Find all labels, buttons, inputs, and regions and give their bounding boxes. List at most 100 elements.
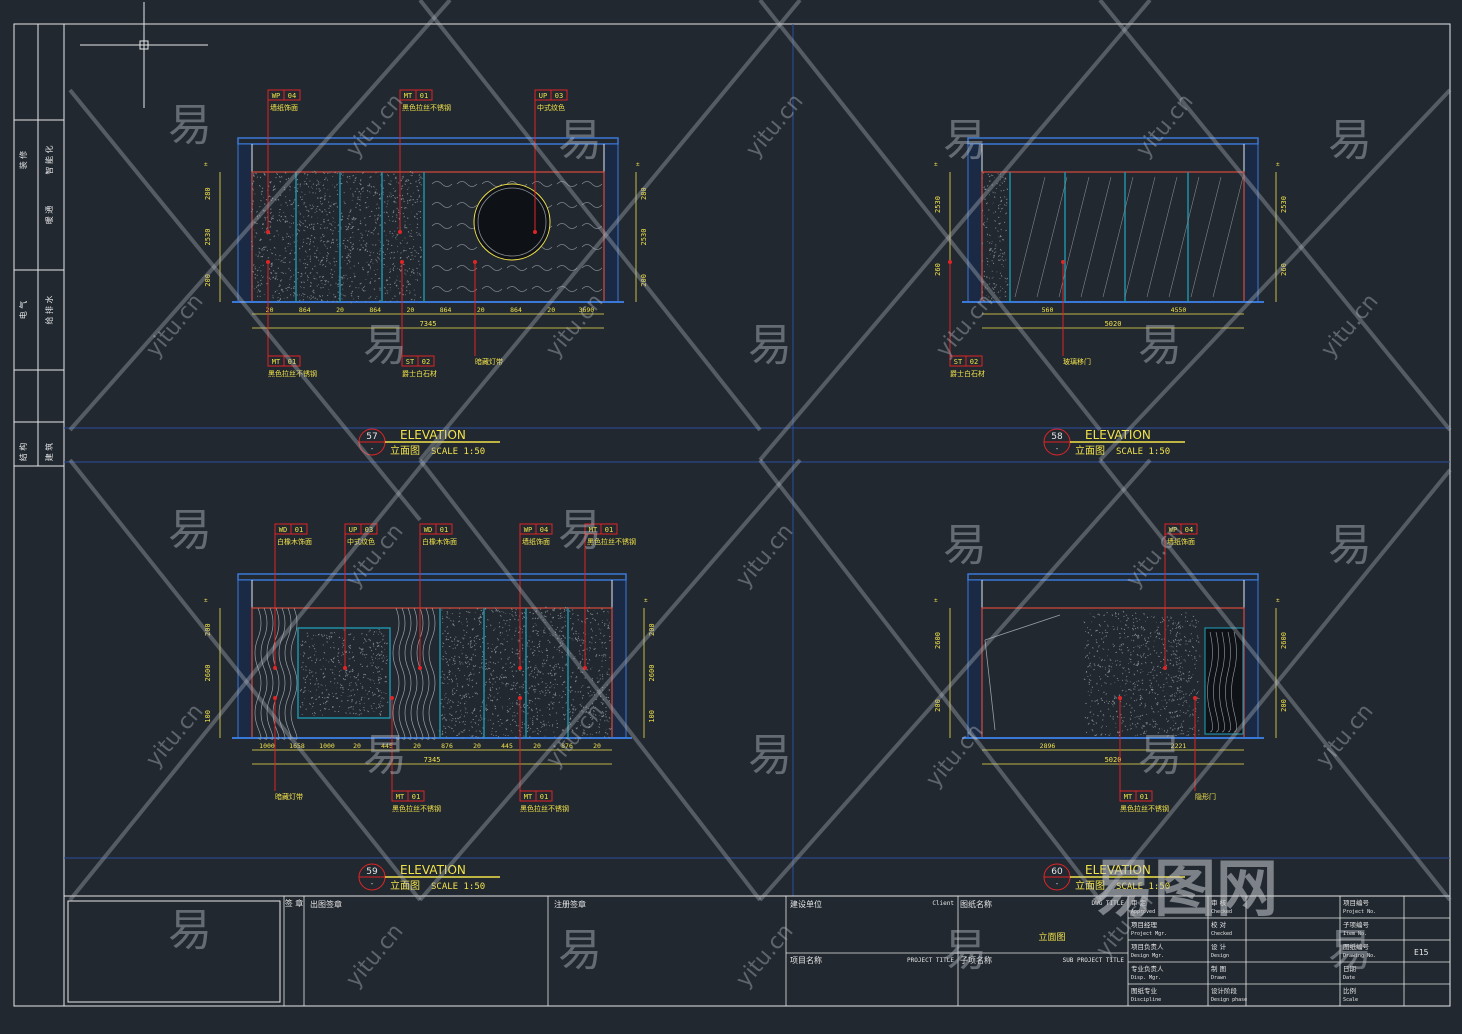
pattern-mark — [481, 265, 503, 271]
view-scale: SCALE 1:50 — [1116, 447, 1170, 457]
watermark-glyph: 易 — [943, 115, 987, 166]
pattern-mark — [531, 265, 553, 271]
bottom-dimension: 876 — [561, 742, 573, 750]
watermark-stroke — [1098, 468, 1452, 902]
leader-dot — [398, 230, 402, 234]
material-number: 01 — [295, 526, 303, 534]
material-desc: 墙纸饰面 — [522, 537, 550, 546]
role-label-en: Item No. — [1343, 931, 1367, 937]
view-subtitle: 立面图 — [1075, 879, 1105, 892]
watermark-stroke — [68, 428, 452, 902]
client-label: 建设单位 — [790, 899, 822, 909]
material-code: UP — [349, 526, 357, 534]
material-desc: 爵士白石材 — [402, 369, 437, 378]
material-number: 02 — [970, 358, 978, 366]
role-label: 审 核 — [1211, 898, 1227, 907]
bottom-dimension: 864 — [510, 306, 522, 314]
wood-grain — [266, 607, 274, 740]
side-dimension: 2530 — [204, 229, 212, 246]
door-grain — [1219, 631, 1225, 733]
role-label: 设 计 — [1211, 942, 1227, 951]
bottom-dimension: 445 — [501, 742, 513, 750]
discipline-label: 暖 通 — [44, 206, 54, 225]
leader-dot — [1193, 696, 1197, 700]
role-label: 图纸专业 — [1131, 986, 1158, 995]
material-desc: 白橡木饰面 — [422, 537, 457, 546]
view-number: 60 — [1051, 867, 1063, 877]
bottom-dimension: 20 — [533, 742, 541, 750]
material-desc: 玻璃移门 — [1063, 357, 1091, 366]
role-label: 审 定 — [1131, 898, 1147, 907]
watermark-glyph: 易 — [168, 905, 212, 956]
wood-grain — [398, 607, 406, 740]
watermark-stroke — [418, 0, 762, 432]
role-label: 设计阶段 — [1211, 986, 1238, 995]
role-label-en: Project Mgr. — [1131, 931, 1167, 937]
logo-box — [67, 900, 281, 1003]
leader-dot — [473, 260, 477, 264]
side-dimension: 200 — [204, 623, 212, 636]
leader-dot — [533, 230, 537, 234]
pattern-mark — [431, 244, 453, 250]
ceiling-slab — [237, 137, 619, 145]
bottom-dimension: 20 — [406, 306, 414, 314]
door-grain — [1231, 631, 1237, 733]
sub-project-label-en: SUB PROJECT TITLE — [1063, 957, 1125, 964]
glass-hatch — [1146, 176, 1178, 298]
pattern-mark — [556, 286, 578, 292]
role-label-en: Project No. — [1343, 909, 1376, 915]
role-label: 项目编号 — [1343, 898, 1370, 907]
watermark-stroke — [1098, 0, 1452, 432]
wood-grain — [284, 607, 292, 740]
view-title-text: ELEVATION — [1085, 863, 1151, 877]
wood-grain — [422, 607, 430, 740]
watermark-glyph: 易 — [1328, 520, 1372, 571]
discipline-strip: 建 筑结 构给 排 水电 气暖 通装 修智 能 化 — [14, 23, 64, 467]
material-number: 01 — [605, 526, 613, 534]
side-dimension: 280 — [204, 187, 212, 200]
wood-grain — [278, 607, 286, 740]
pattern-mark — [431, 265, 453, 271]
watermark-glyph: 易 — [943, 925, 987, 976]
bottom-dimension: 1000 — [319, 742, 335, 750]
pattern-mark — [581, 223, 603, 229]
pattern-mark — [456, 265, 478, 271]
bottom-dimension: 20 — [336, 306, 344, 314]
view-subtitle: 立面图 — [1075, 444, 1105, 457]
discipline-label: 建 筑 — [44, 443, 54, 462]
material-code: UP — [539, 92, 547, 100]
leader-dot — [1061, 260, 1065, 264]
total-dimension: 7345 — [424, 756, 441, 764]
watermark-glyph: 易 — [748, 730, 792, 781]
level-mark: ± — [644, 597, 648, 604]
wood-grain — [410, 607, 418, 740]
round-feature — [473, 183, 551, 261]
watermark-glyph: 易 — [168, 505, 212, 556]
bottom-dimension: 20 — [473, 742, 481, 750]
role-label: 子项编号 — [1343, 920, 1370, 929]
material-code: MT — [589, 526, 598, 534]
role-label: 项目负责人 — [1131, 942, 1164, 951]
material-desc: 暗藏灯带 — [475, 357, 503, 366]
wood-grain — [416, 607, 424, 740]
drawing-name-label-en: DWG TITLE — [1091, 900, 1124, 907]
material-number: 01 — [412, 793, 420, 801]
material-number: 01 — [288, 358, 296, 366]
stone-texture — [1083, 610, 1201, 737]
level-mark: ± — [1276, 597, 1280, 604]
watermark-glyph: 易 — [363, 730, 407, 781]
role-label: 制 图 — [1211, 964, 1226, 973]
glass-hatch — [1014, 176, 1046, 298]
role-label-en: Design phase — [1211, 997, 1247, 1003]
pattern-mark — [556, 223, 578, 229]
side-dimension: 100 — [204, 710, 212, 723]
watermark-glyph: 易 — [363, 320, 407, 371]
wood-grain — [290, 607, 298, 740]
role-label-en: Date — [1343, 975, 1355, 981]
watermark-stroke — [418, 0, 802, 462]
material-desc: 黑色拉丝不锈钢 — [587, 537, 636, 546]
drawing-name-label: 图纸名称 — [960, 899, 992, 909]
pattern-mark — [531, 286, 553, 292]
